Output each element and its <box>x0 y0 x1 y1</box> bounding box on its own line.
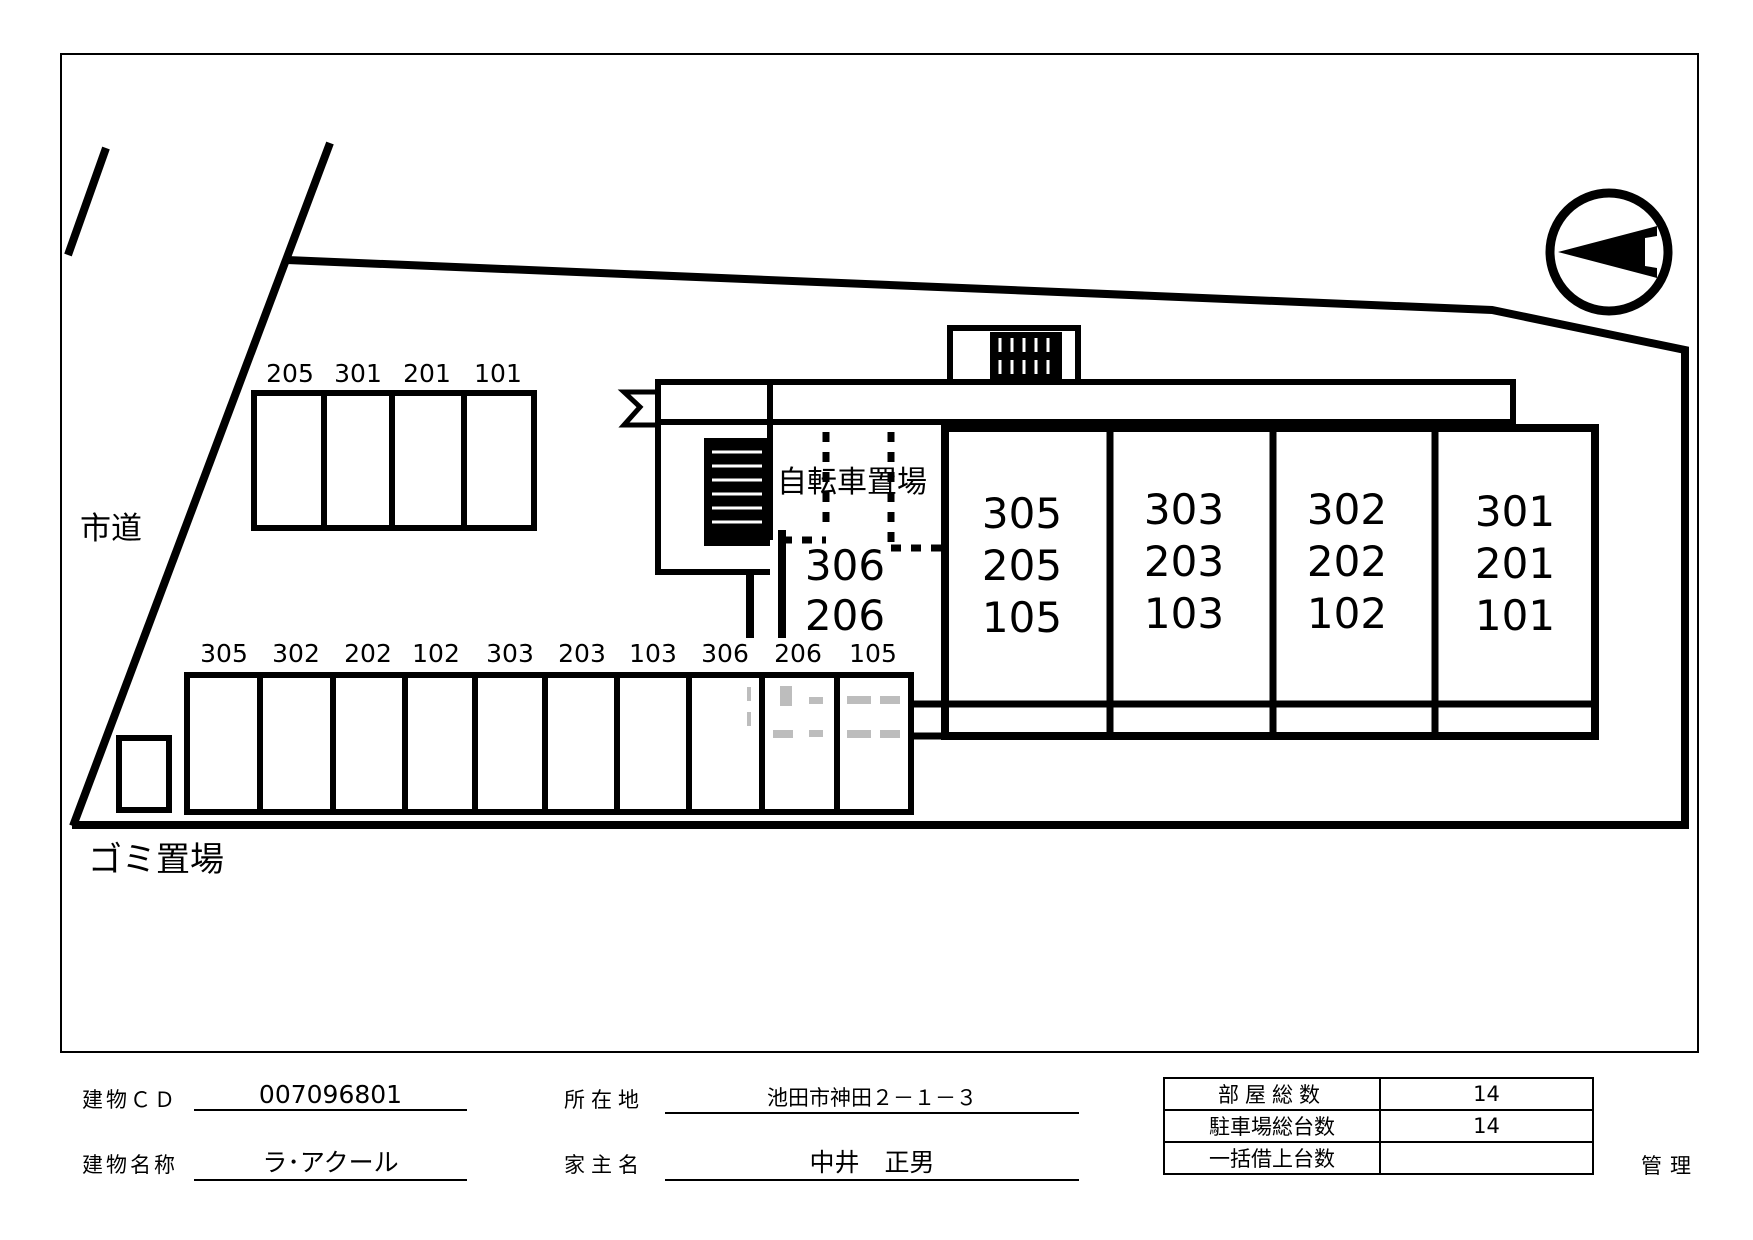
parking-top-label: 101 <box>474 359 522 388</box>
building-cd-value: 007096801 <box>194 1080 467 1111</box>
north-arrow-icon <box>1545 188 1673 316</box>
unit-room: 102 <box>1307 589 1387 638</box>
table-value-cell: 14 <box>1379 1109 1594 1143</box>
building <box>617 325 1599 740</box>
unit-306: 306 206 <box>805 541 885 640</box>
unit-room: 205 <box>982 541 1062 590</box>
building-cd-label: 建物ＣＤ <box>82 1088 178 1112</box>
parking-bottom-label: 105 <box>849 639 897 668</box>
unit-rooms: 305 205 105 303 203 103 302 202 102 301 … <box>982 485 1555 642</box>
table-label-cell: 部屋総数 <box>1163 1077 1381 1111</box>
location-value: 池田市神田２－１－３ <box>665 1082 1079 1114</box>
summary-table: 部屋総数 14 駐車場総台数 14 一括借上台数 <box>1163 1077 1594 1175</box>
unit-room: 305 <box>982 489 1062 538</box>
parking-top-block <box>251 390 537 531</box>
table-value-cell: 14 <box>1379 1077 1594 1111</box>
parking-bottom-label: 102 <box>412 639 460 668</box>
garbage-label: ゴミ置場 <box>88 840 224 880</box>
unit-room: 101 <box>1475 591 1555 640</box>
road-label: 市道 <box>80 511 142 547</box>
parking-top-label: 201 <box>403 359 451 388</box>
parking-bottom-label: 206 <box>774 639 822 668</box>
parking-bottom-label: 303 <box>486 639 534 668</box>
road-line-left <box>64 146 110 257</box>
table-row: 一括借上台数 <box>1163 1141 1594 1175</box>
table-label-cell: 駐車場総台数 <box>1163 1109 1381 1143</box>
parking-top-labels: 205 301 201 101 <box>266 359 522 388</box>
parking-top-label: 301 <box>334 359 382 388</box>
parking-bottom-label: 302 <box>272 639 320 668</box>
table-value-cell <box>1379 1141 1594 1175</box>
unit-306-room: 306 <box>805 541 885 590</box>
owner-value: 中井 正男 <box>665 1143 1079 1181</box>
parking-bottom-label: 103 <box>629 639 677 668</box>
building-name-label: 建物名称 <box>82 1153 178 1177</box>
garbage-box <box>116 735 172 813</box>
table-row: 駐車場総台数 14 <box>1163 1109 1594 1143</box>
unit-room: 105 <box>982 593 1062 642</box>
unit-room: 202 <box>1307 537 1387 586</box>
management-label: 管理 <box>1641 1154 1699 1178</box>
parking-bottom-label: 306 <box>701 639 749 668</box>
parking-bottom-block <box>184 672 914 815</box>
road-line-right <box>69 141 334 828</box>
frame-border <box>60 53 1699 1053</box>
site-plan-diagram: 市道 ゴミ置場 自転車置場 205 301 201 101 305 302 20… <box>60 53 1699 1053</box>
parking-bottom-label: 203 <box>558 639 606 668</box>
parking-bottom-label: 202 <box>344 639 392 668</box>
parking-top-label: 205 <box>266 359 314 388</box>
unit-room: 302 <box>1307 485 1387 534</box>
location-label: 所在地 <box>564 1088 645 1112</box>
bicycle-label: 自転車置場 <box>777 465 927 500</box>
unit-room: 103 <box>1144 589 1224 638</box>
unit-306-room: 206 <box>805 591 885 640</box>
unit-room: 301 <box>1475 487 1555 536</box>
unit-room: 203 <box>1144 537 1224 586</box>
table-row: 部屋総数 14 <box>1163 1077 1594 1111</box>
owner-label: 家主名 <box>564 1153 645 1177</box>
table-label-cell: 一括借上台数 <box>1163 1141 1381 1175</box>
unit-room: 201 <box>1475 539 1555 588</box>
building-name-value: ラ･アクール <box>194 1143 467 1181</box>
parking-bottom-label: 305 <box>200 639 248 668</box>
unit-room: 303 <box>1144 485 1224 534</box>
site-boundary <box>72 256 1689 829</box>
parking-bottom-labels: 305 302 202 102 303 203 103 306 206 105 <box>200 639 897 668</box>
